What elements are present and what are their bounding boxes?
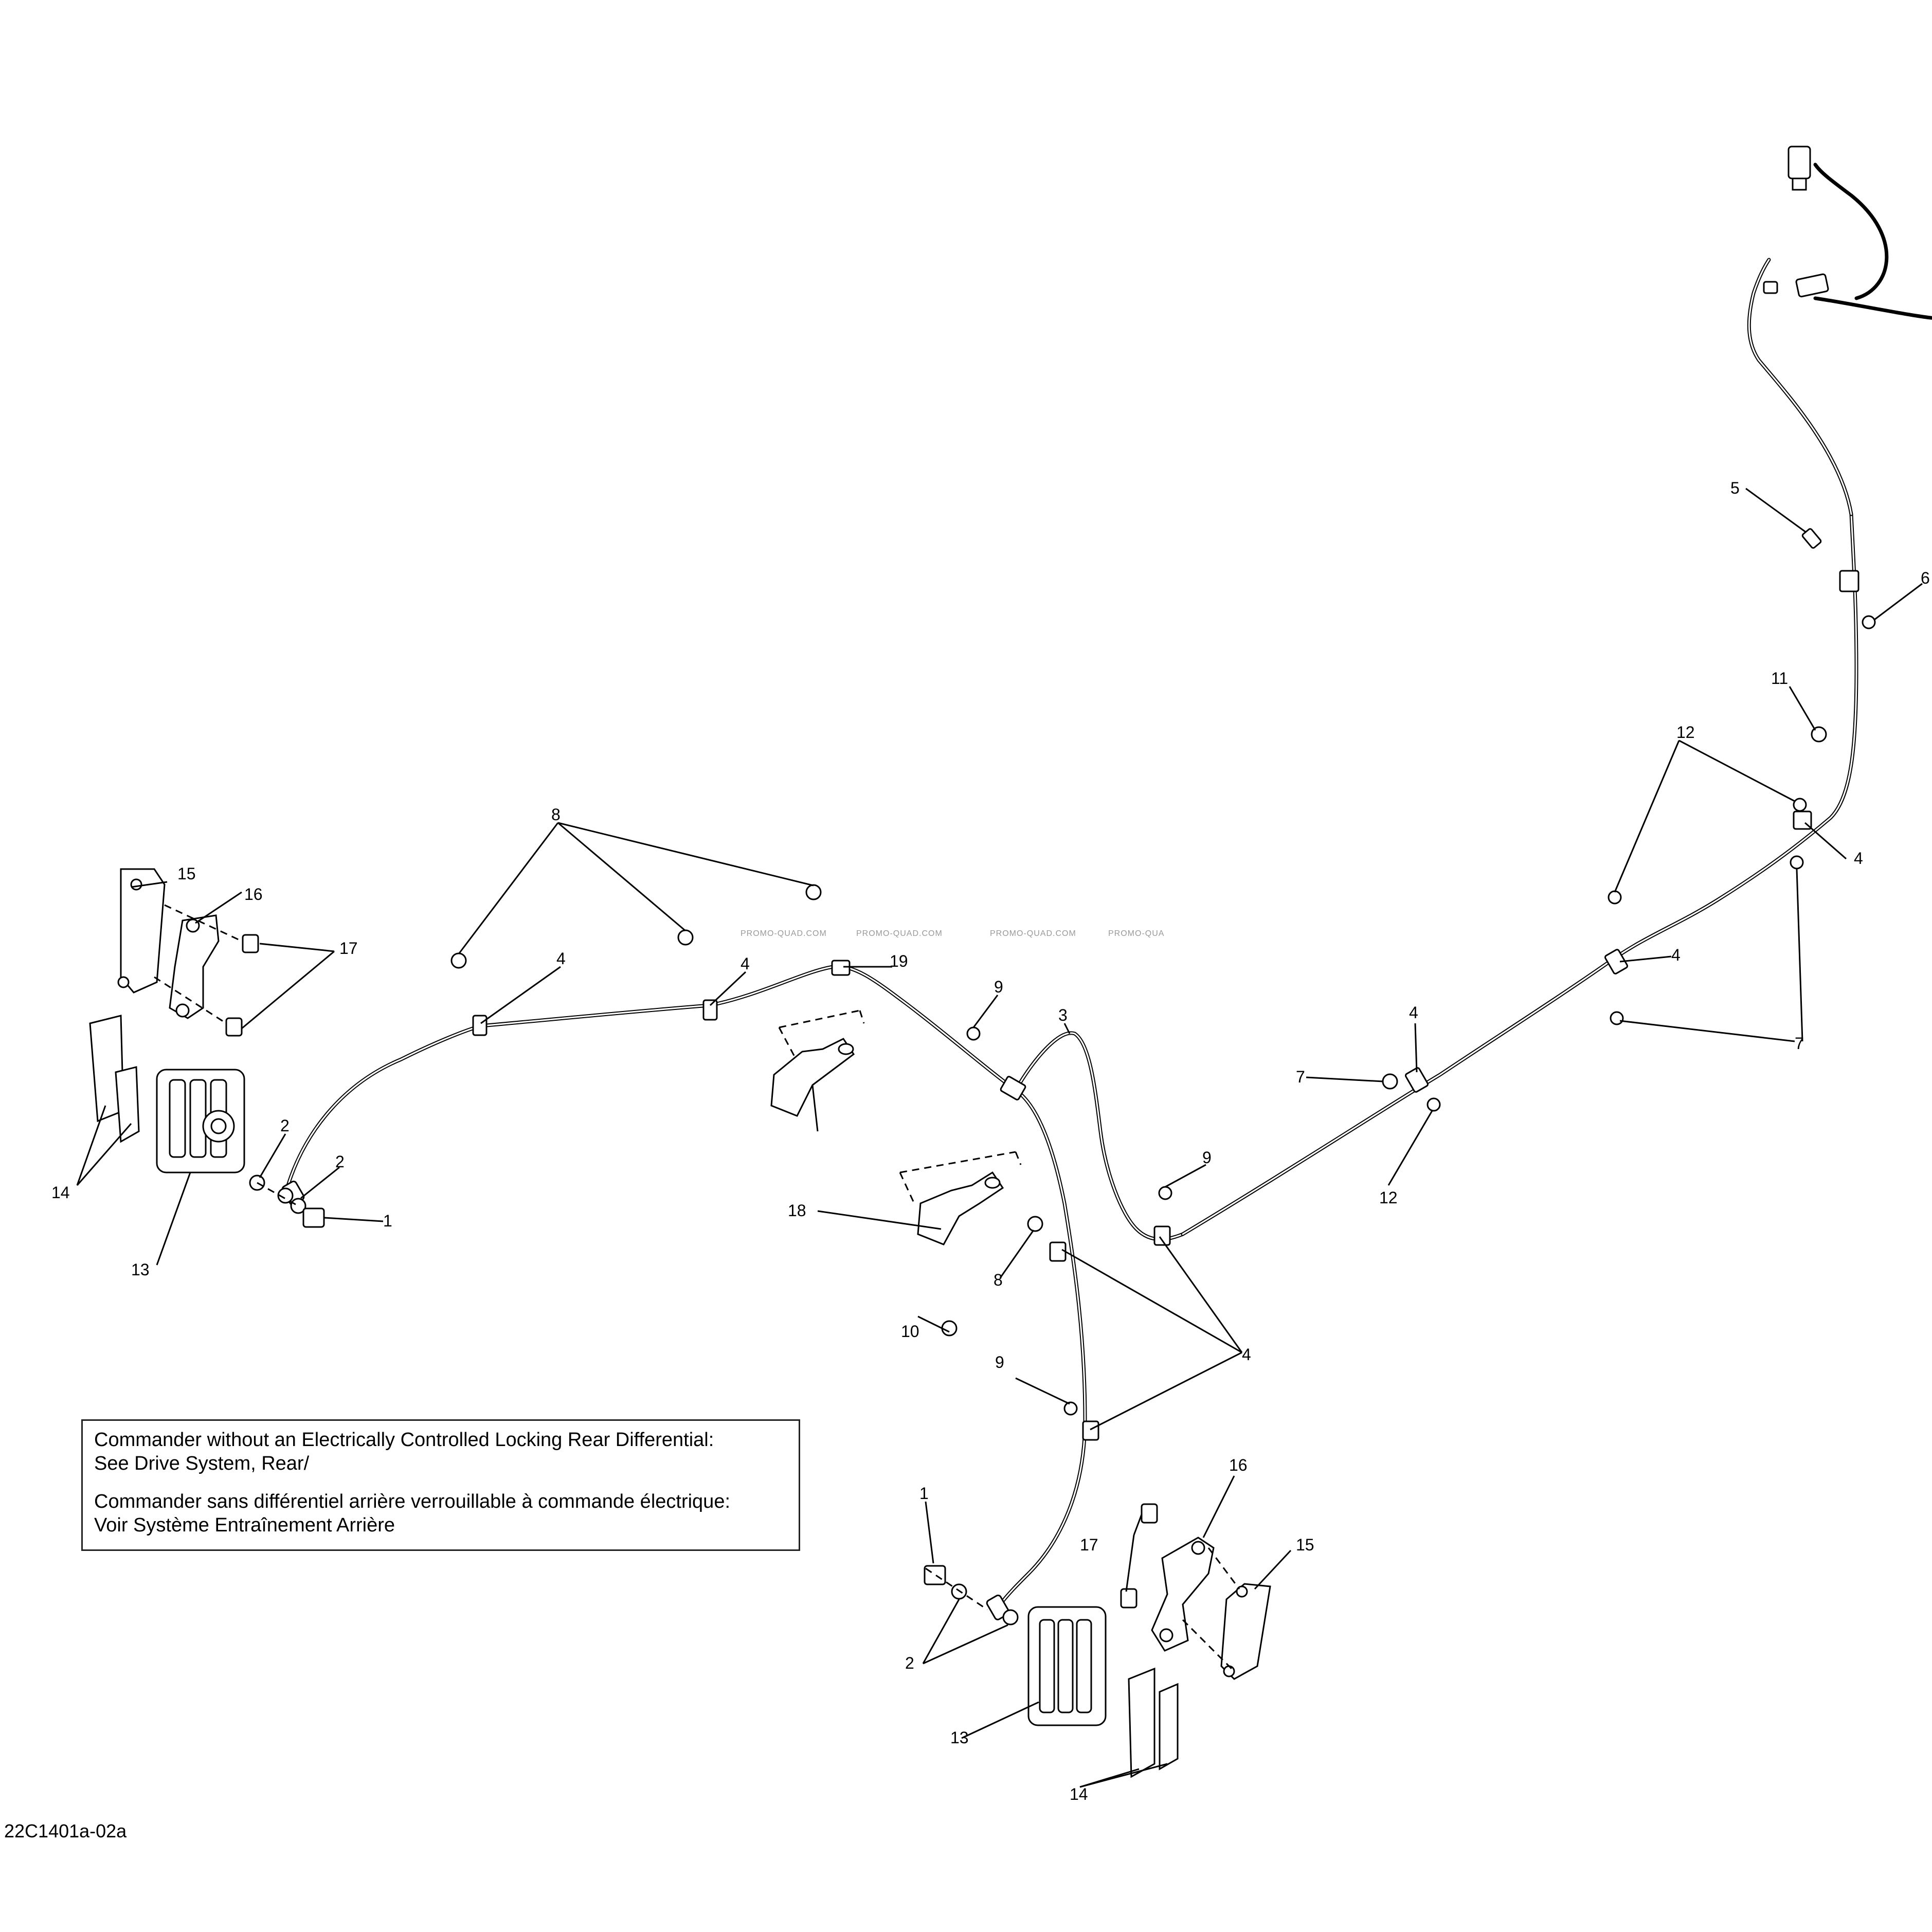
note-line-3: Commander sans différentiel arrière verr…: [94, 1491, 731, 1512]
callout-17-rear: 17: [1080, 1536, 1098, 1554]
note-box: Commander without an Electrically Contro…: [81, 1419, 800, 1551]
callout-14-rear: 14: [1070, 1785, 1088, 1803]
callout-4-f: 4: [1854, 849, 1863, 868]
callout-4-e: 4: [1671, 946, 1681, 964]
abs-connector: [1787, 146, 1811, 179]
note-line-1: Commander without an Electrically Contro…: [94, 1429, 714, 1451]
fastener-group: [450, 528, 1876, 1416]
bracket-18-upper: [770, 1009, 865, 1117]
sensor-wire: [1747, 258, 1853, 516]
callout-16-rear: 16: [1229, 1456, 1248, 1474]
watermark-1: PROMO-QUAD.COM: [741, 929, 827, 938]
callout-2-left-a: 2: [280, 1116, 290, 1135]
callout-8-b: 8: [994, 1271, 1003, 1289]
callout-16-left: 16: [244, 885, 263, 904]
callout-19: 19: [890, 952, 908, 970]
bracket-18-lower: [899, 1151, 1022, 1245]
brake-hose-left: [286, 1024, 483, 1187]
callout-9-a: 9: [994, 978, 1003, 996]
callout-4-d: 4: [1409, 1003, 1418, 1022]
brake-line-left: [479, 964, 1018, 1092]
brake-line-right: [1181, 512, 1858, 1236]
callout-1-rear: 1: [919, 1484, 929, 1503]
callout-9-c: 9: [995, 1353, 1004, 1371]
sensor-wire-top: [1813, 296, 1932, 320]
callout-labels: 8 4 4 19 3 9 18 10 8 9 9 4 4 7 12 4 7 12…: [51, 479, 1930, 1803]
callout-13-rear: 13: [950, 1728, 969, 1747]
clip-group: [472, 570, 1859, 1441]
note-line-2: See Drive System, Rear/: [94, 1453, 310, 1474]
reference-code: 22C1401a-02a: [4, 1820, 127, 1841]
callout-10: 10: [901, 1322, 919, 1341]
callout-9-b: 9: [1202, 1148, 1212, 1167]
callout-15-left: 15: [177, 864, 196, 883]
callout-8-top: 8: [551, 805, 561, 824]
leader-lines: [76, 487, 1923, 1788]
callout-1-left: 1: [383, 1212, 392, 1230]
callout-13-left: 13: [131, 1260, 150, 1279]
callout-6: 6: [1921, 569, 1930, 587]
left-caliper-assembly: [89, 868, 325, 1228]
callout-7-b: 7: [1795, 1034, 1804, 1053]
callout-4-a: 4: [556, 949, 566, 968]
rear-caliper-assembly: [924, 1503, 1271, 1778]
brake-line-rear: [998, 1088, 1087, 1606]
callout-14-left: 14: [51, 1183, 70, 1202]
note-line-4: Voir Système Entraînement Arrière: [94, 1514, 395, 1536]
callout-4-b: 4: [741, 954, 750, 973]
callout-15-rear: 15: [1296, 1536, 1314, 1554]
callout-18: 18: [788, 1201, 806, 1220]
watermarks: PROMO-QUAD.COM PROMO-QUAD.COM PROMO-QUAD…: [741, 929, 1164, 938]
callout-12-a: 12: [1379, 1188, 1398, 1207]
abs-sensor-plug: [1795, 273, 1829, 298]
callout-17-left: 17: [339, 939, 358, 958]
callout-3: 3: [1058, 1006, 1068, 1024]
watermark-3: PROMO-QUAD.COM: [990, 929, 1076, 938]
callout-11: 11: [1771, 669, 1788, 688]
watermark-4: PROMO-QUA: [1108, 929, 1164, 938]
callout-4-c: 4: [1242, 1345, 1251, 1364]
callout-5: 5: [1730, 479, 1740, 497]
connector-wire: [1813, 162, 1889, 300]
watermark-2: PROMO-QUAD.COM: [856, 929, 943, 938]
callout-2-rear: 2: [905, 1654, 914, 1672]
callout-12-b: 12: [1676, 723, 1695, 742]
callout-7-a: 7: [1296, 1068, 1305, 1086]
callout-2-left-b: 2: [335, 1152, 345, 1171]
brake-line-3: [1014, 1031, 1185, 1241]
